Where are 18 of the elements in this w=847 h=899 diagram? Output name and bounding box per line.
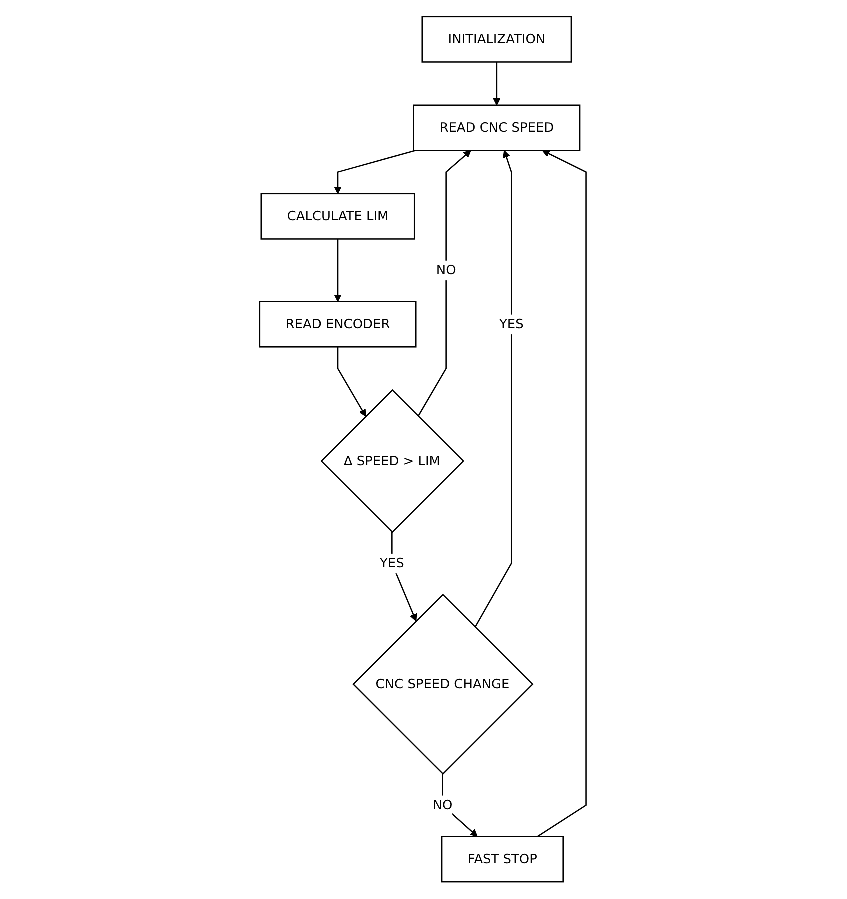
arrow (334, 150, 416, 194)
node-diamond: Δ SPEED > LIM (321, 389, 465, 534)
node-box: FAST STOP (442, 836, 564, 883)
arrow (338, 347, 367, 417)
arrow (418, 150, 472, 417)
node-box: INITIALIZATION (422, 16, 573, 63)
edge-label: NO (436, 262, 457, 278)
node-diamond: CNC SPEED CHANGE (353, 594, 534, 776)
arrow (334, 239, 342, 302)
arrow (475, 150, 513, 628)
edge-label: YES (500, 316, 524, 332)
edge-label: YES (380, 556, 405, 572)
node-box: CALCULATE LIM (261, 193, 416, 240)
arrow (538, 150, 588, 838)
node-box: READ ENCODER (260, 301, 418, 348)
arrow (494, 62, 502, 106)
edge-label: NO (433, 797, 454, 813)
node-box: READ CNC SPEED (414, 104, 582, 152)
